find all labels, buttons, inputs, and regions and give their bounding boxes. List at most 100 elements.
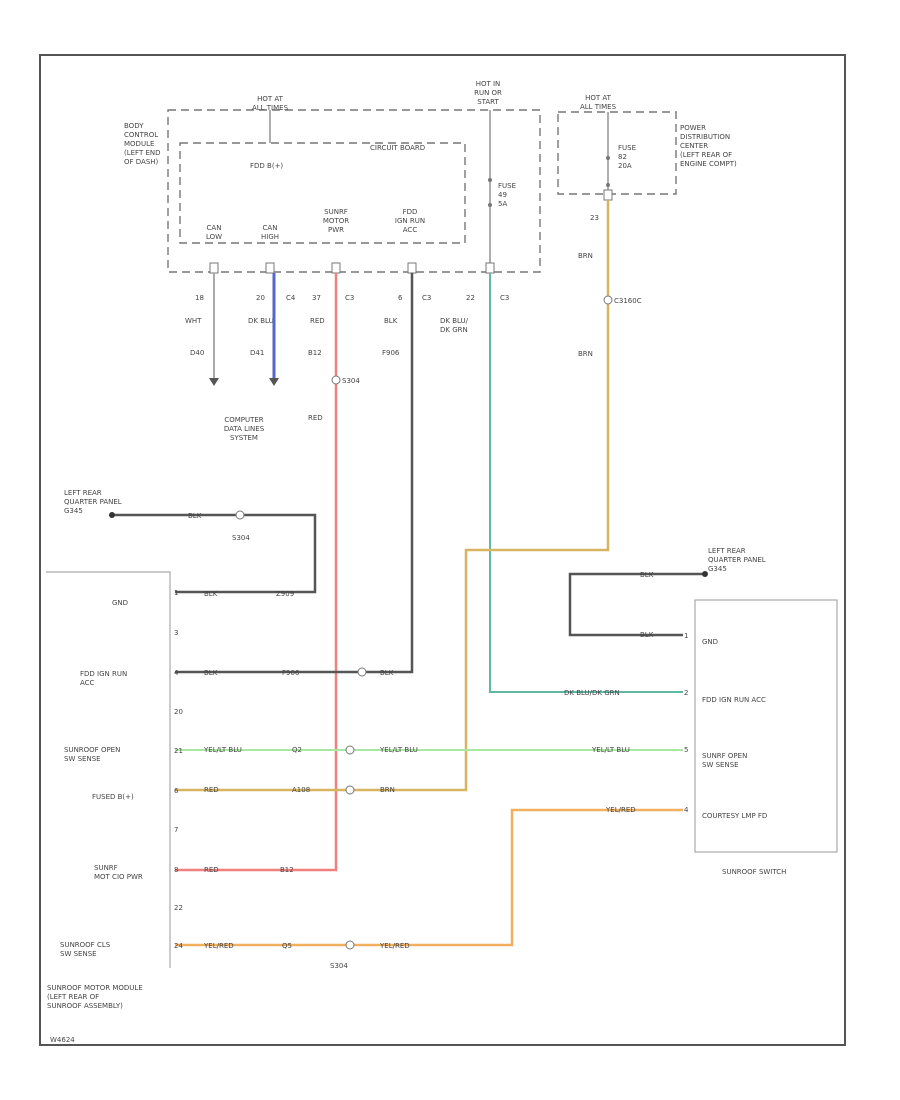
module-wire-labels: BLK Z909 BLK F906 BLK YEL/LT BLU Q2 YEL/… — [203, 590, 636, 970]
fused-c3: BRN — [380, 786, 395, 794]
ign-right-c1: DK BLU/DK GRN — [564, 689, 620, 697]
motor-pin-24-num: 24 — [174, 942, 183, 950]
motor-pin-1-label: GND — [112, 599, 128, 607]
splice-red-label: S304 — [342, 377, 360, 385]
open-c2: Q2 — [292, 746, 302, 754]
open-c4: YEL/LT BLU — [591, 746, 630, 754]
switch-pin-4-num: 4 — [684, 806, 689, 814]
motor-pin-7-num: 7 — [174, 826, 178, 834]
pin-22-color: DK BLU/DK GRN — [440, 317, 469, 334]
pin-6-color: BLK — [384, 317, 398, 325]
footer-code: W4624 — [50, 1036, 75, 1044]
pin-37-circuit: B12 — [308, 349, 322, 357]
splice-bottom: S304 — [330, 962, 348, 970]
mot-c1: RED — [204, 866, 219, 874]
diagram-frame — [39, 54, 846, 1046]
motor-pin-4-num: 4 — [174, 669, 179, 677]
pin-6-conn: C3 — [422, 294, 431, 302]
motor-pin-1-num: 1 — [174, 589, 178, 597]
switch-pin-1-label: GND — [702, 638, 718, 646]
sunroof-switch-name: SUNROOF SWITCH — [722, 868, 786, 876]
motor-pin-8-num: 8 — [174, 866, 178, 874]
pin-18-circuit: D40 — [190, 349, 204, 357]
wire-pdc — [175, 200, 610, 792]
circuit-board-title: CIRCUIT BOARD — [370, 144, 425, 152]
pin-37-color: RED — [310, 317, 325, 325]
cls-c2: Q5 — [282, 942, 292, 950]
motor-pin-6-label: FUSED B(+) — [92, 793, 134, 801]
ground-left — [109, 512, 317, 594]
wire-close-sense — [175, 808, 683, 947]
wire-ign-acc — [175, 273, 414, 674]
ground-left-splice: S304 — [232, 534, 250, 542]
pdc-outline — [557, 111, 677, 195]
ground-right-c1: BLK — [640, 571, 654, 579]
pin-37: 37 — [312, 294, 321, 302]
ground-right-c2: BLK — [640, 631, 654, 639]
ground-left-c1: BLK — [188, 512, 202, 520]
motor-pin-3-num: 3 — [174, 629, 178, 637]
inline-connectors — [235, 295, 613, 950]
cls-c4: YEL/RED — [605, 806, 636, 814]
ign-c1: BLK — [204, 669, 218, 677]
fdd-b-label: FDD B(+) — [250, 162, 283, 170]
gnd-left-c1b: BLK — [204, 590, 218, 598]
pin-20-conn: C4 — [286, 294, 296, 302]
pin-6-circuit: F906 — [382, 349, 400, 357]
pin-6: 6 — [398, 294, 403, 302]
switch-pin-2-label: FDD IGN RUN ACC — [702, 696, 766, 704]
motor-pin-21-num: 21 — [174, 747, 183, 755]
pdc-fuse-symbol — [606, 112, 610, 200]
switch-pin-5-num: 5 — [684, 746, 688, 754]
sunroof-switch-box — [694, 599, 838, 853]
open-c3: YEL/LT BLU — [379, 746, 418, 754]
mot-c2: B12 — [280, 866, 294, 874]
pdc-wire-color2: BRN — [578, 350, 593, 358]
ground-right — [568, 571, 708, 637]
motor-pin-6-num: 6 — [174, 787, 179, 795]
pin-22-conn: C3 — [500, 294, 509, 302]
pin-20-circuit: D41 — [250, 349, 264, 357]
bcm-fuse49-symbol — [488, 110, 492, 272]
sunroof-motor-box — [46, 571, 171, 968]
pin-37-conn: C3 — [345, 294, 354, 302]
pin-20: 20 — [256, 294, 265, 302]
bcm-outline — [167, 109, 541, 273]
pdc-wire-color: BRN — [578, 252, 593, 260]
pin-18-color: WHT — [185, 317, 202, 325]
fused-c2: A108 — [292, 786, 310, 794]
open-c1: YEL/LT BLU — [203, 746, 242, 754]
pdc-pin-23: 23 — [590, 214, 599, 222]
computer-data-arrows — [209, 378, 279, 386]
cls-c1: YEL/RED — [203, 942, 234, 950]
fused-c1: RED — [204, 786, 219, 794]
circuit-board-outline — [179, 142, 466, 244]
switch-pin-1-num: 1 — [684, 632, 688, 640]
ign-c3: BLK — [380, 669, 394, 677]
pin-18: 18 — [195, 294, 204, 302]
wire-motor-pwr — [175, 273, 338, 872]
pin-20-color: DK BLU — [248, 317, 274, 325]
pdc-connector: C3160C — [614, 297, 642, 305]
